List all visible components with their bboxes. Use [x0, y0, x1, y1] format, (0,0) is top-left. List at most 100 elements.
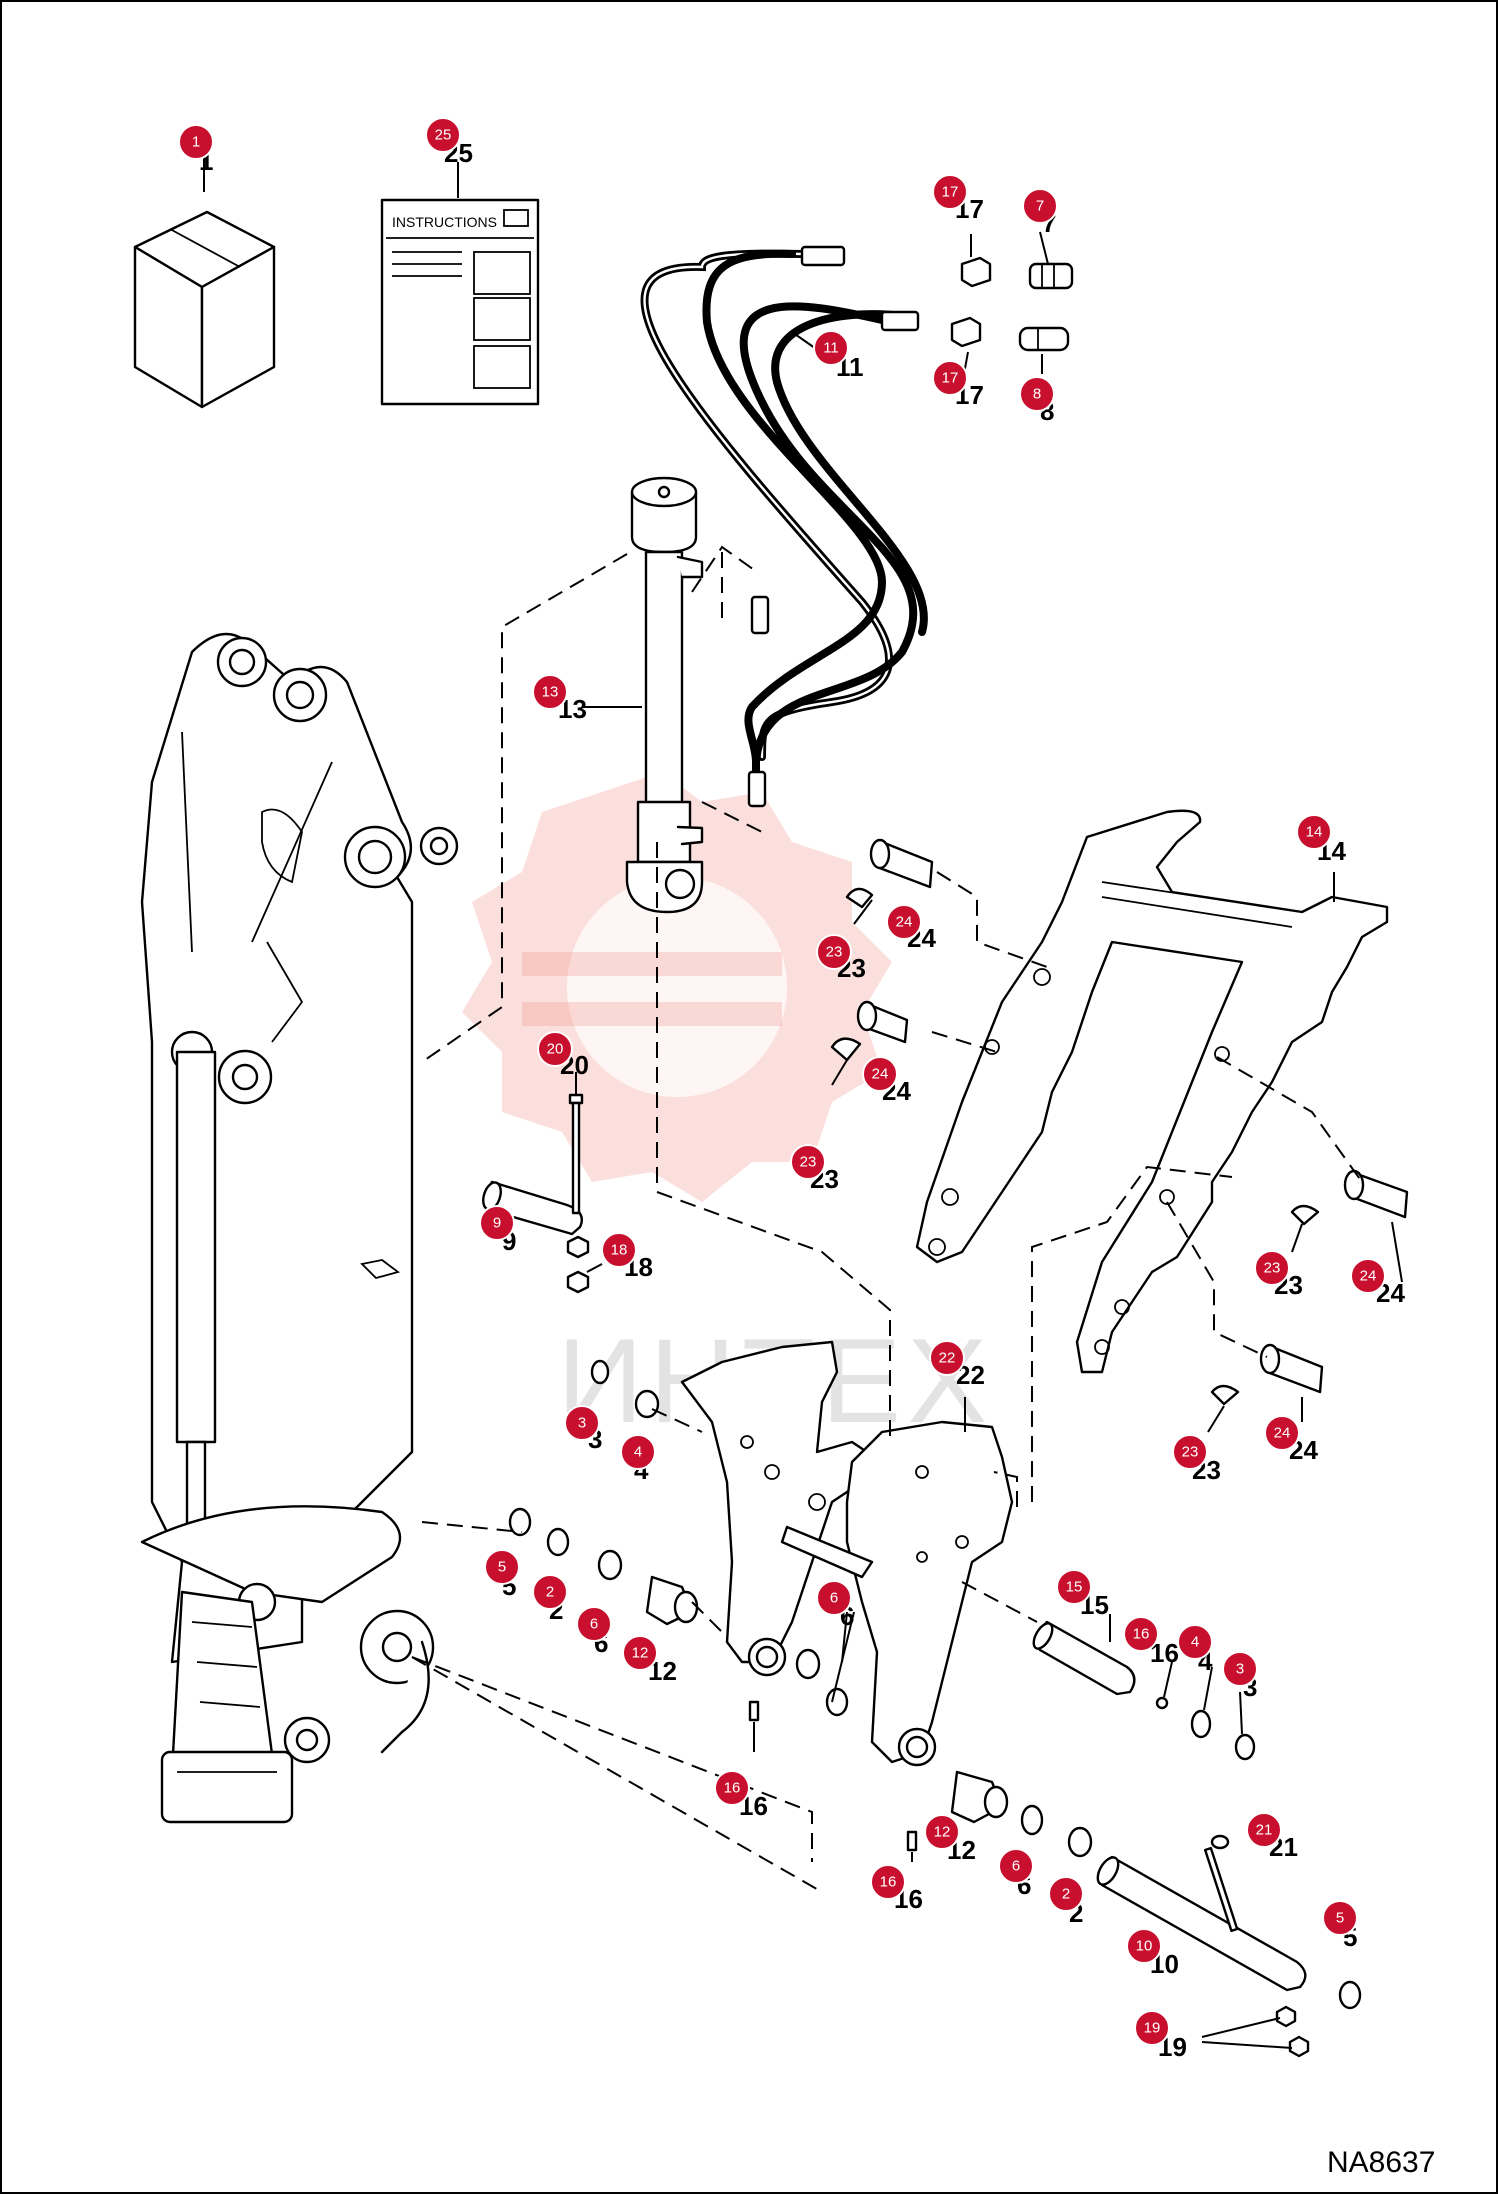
callout-badge [1048, 1876, 1084, 1912]
callout-badge-label: 6 [1012, 1858, 1020, 1875]
callout-1: 11 [178, 124, 214, 176]
callout-badge [1123, 1616, 1159, 1652]
callout-6: 66 [576, 1606, 612, 1658]
callout-7: 77 [1022, 188, 1058, 238]
callout-badge [813, 330, 849, 366]
mounting-bracket [680, 1340, 1014, 1767]
callout-badge [1019, 376, 1055, 412]
callout-badge-label: 14 [1306, 824, 1323, 841]
callout-badge [816, 1580, 852, 1616]
pin-10 [1096, 1855, 1362, 2010]
hydraulic-hoses [640, 249, 928, 796]
callout-badge-label: 23 [1264, 1260, 1281, 1277]
callout-6: 66 [998, 1848, 1034, 1900]
callout-badge [576, 1606, 612, 1642]
callout-2: 22 [1048, 1876, 1084, 1928]
callout-badge-label: 23 [800, 1154, 817, 1171]
callout-badge-label: 21 [1256, 1822, 1273, 1839]
callout-badge-label: 3 [1236, 1661, 1244, 1678]
callout-badge-label: 16 [880, 1874, 897, 1891]
callout-badge [479, 1205, 515, 1241]
callout-badge-label: 24 [1360, 1268, 1377, 1285]
callout-badge [886, 904, 922, 940]
callout-badge-label: 13 [542, 684, 559, 701]
callout-badge [1222, 1651, 1258, 1687]
thumb-pins-24-23 [830, 838, 1409, 1406]
drawing-code: NA8637 [1327, 2146, 1435, 2179]
callout-badge-label: 9 [493, 1215, 501, 1232]
callout-badge-label: 24 [1274, 1425, 1291, 1442]
hydraulic-cylinder [582, 476, 704, 914]
callout-3: 33 [1222, 1651, 1258, 1702]
callout-badge [532, 674, 568, 710]
callout-badge [620, 1434, 656, 1470]
callout-badge [924, 1814, 960, 1850]
hose-fittings [747, 231, 1074, 808]
callout-badge [1350, 1258, 1386, 1294]
callout-5: 55 [1322, 1900, 1358, 1952]
callout-badge-label: 1 [192, 134, 200, 151]
callout-badge [998, 1848, 1034, 1884]
right-bushing-stack [950, 1770, 1093, 1858]
instructions-label: INSTRUCTIONS [392, 214, 497, 230]
callout-badge-label: 17 [942, 184, 959, 201]
callout-4: 44 [620, 1434, 656, 1485]
callout-badge-label: 3 [578, 1415, 586, 1432]
callout-badge [932, 174, 968, 210]
callout-badge [816, 934, 852, 970]
callout-badge [601, 1232, 637, 1268]
callout-badge-label: 6 [590, 1616, 598, 1633]
callout-badge-label: 12 [934, 1824, 951, 1841]
callout-badge-label: 15 [1066, 1579, 1083, 1596]
callout-badge [1126, 1928, 1162, 1964]
callout-badge [929, 1340, 965, 1376]
callout-badge [537, 1031, 573, 1067]
callout-badge-label: 4 [634, 1444, 642, 1461]
callout-badge-label: 23 [826, 944, 843, 961]
callout-badge-label: 16 [724, 1780, 741, 1797]
nuts-18 [566, 1235, 590, 1294]
callout-badge-label: 10 [1136, 1938, 1153, 1955]
callout-badge [1296, 814, 1332, 850]
callout-badge [932, 360, 968, 396]
instruction-sheet: INSTRUCTIONS [380, 162, 540, 406]
callout-badge [1022, 188, 1058, 224]
callout-badge-label: 24 [896, 914, 913, 931]
callout-badge-label: 2 [1062, 1886, 1070, 1903]
callout-badge [862, 1056, 898, 1092]
callout-4: 44 [1177, 1624, 1213, 1676]
callout-badge [1254, 1250, 1290, 1286]
callout-badge [622, 1635, 658, 1671]
callout-badge-label: 5 [498, 1559, 506, 1576]
excavator-arm [140, 632, 459, 1824]
callout-3: 33 [564, 1405, 602, 1454]
callout-badge-label: 16 [1133, 1626, 1150, 1643]
bolt-20 [568, 1093, 584, 1215]
callout-badge [1172, 1434, 1208, 1470]
callout-6: 66 [816, 1580, 854, 1631]
callout-badge [870, 1864, 906, 1900]
callout-badge [484, 1549, 520, 1585]
bolt-21 [1203, 1834, 1239, 1933]
